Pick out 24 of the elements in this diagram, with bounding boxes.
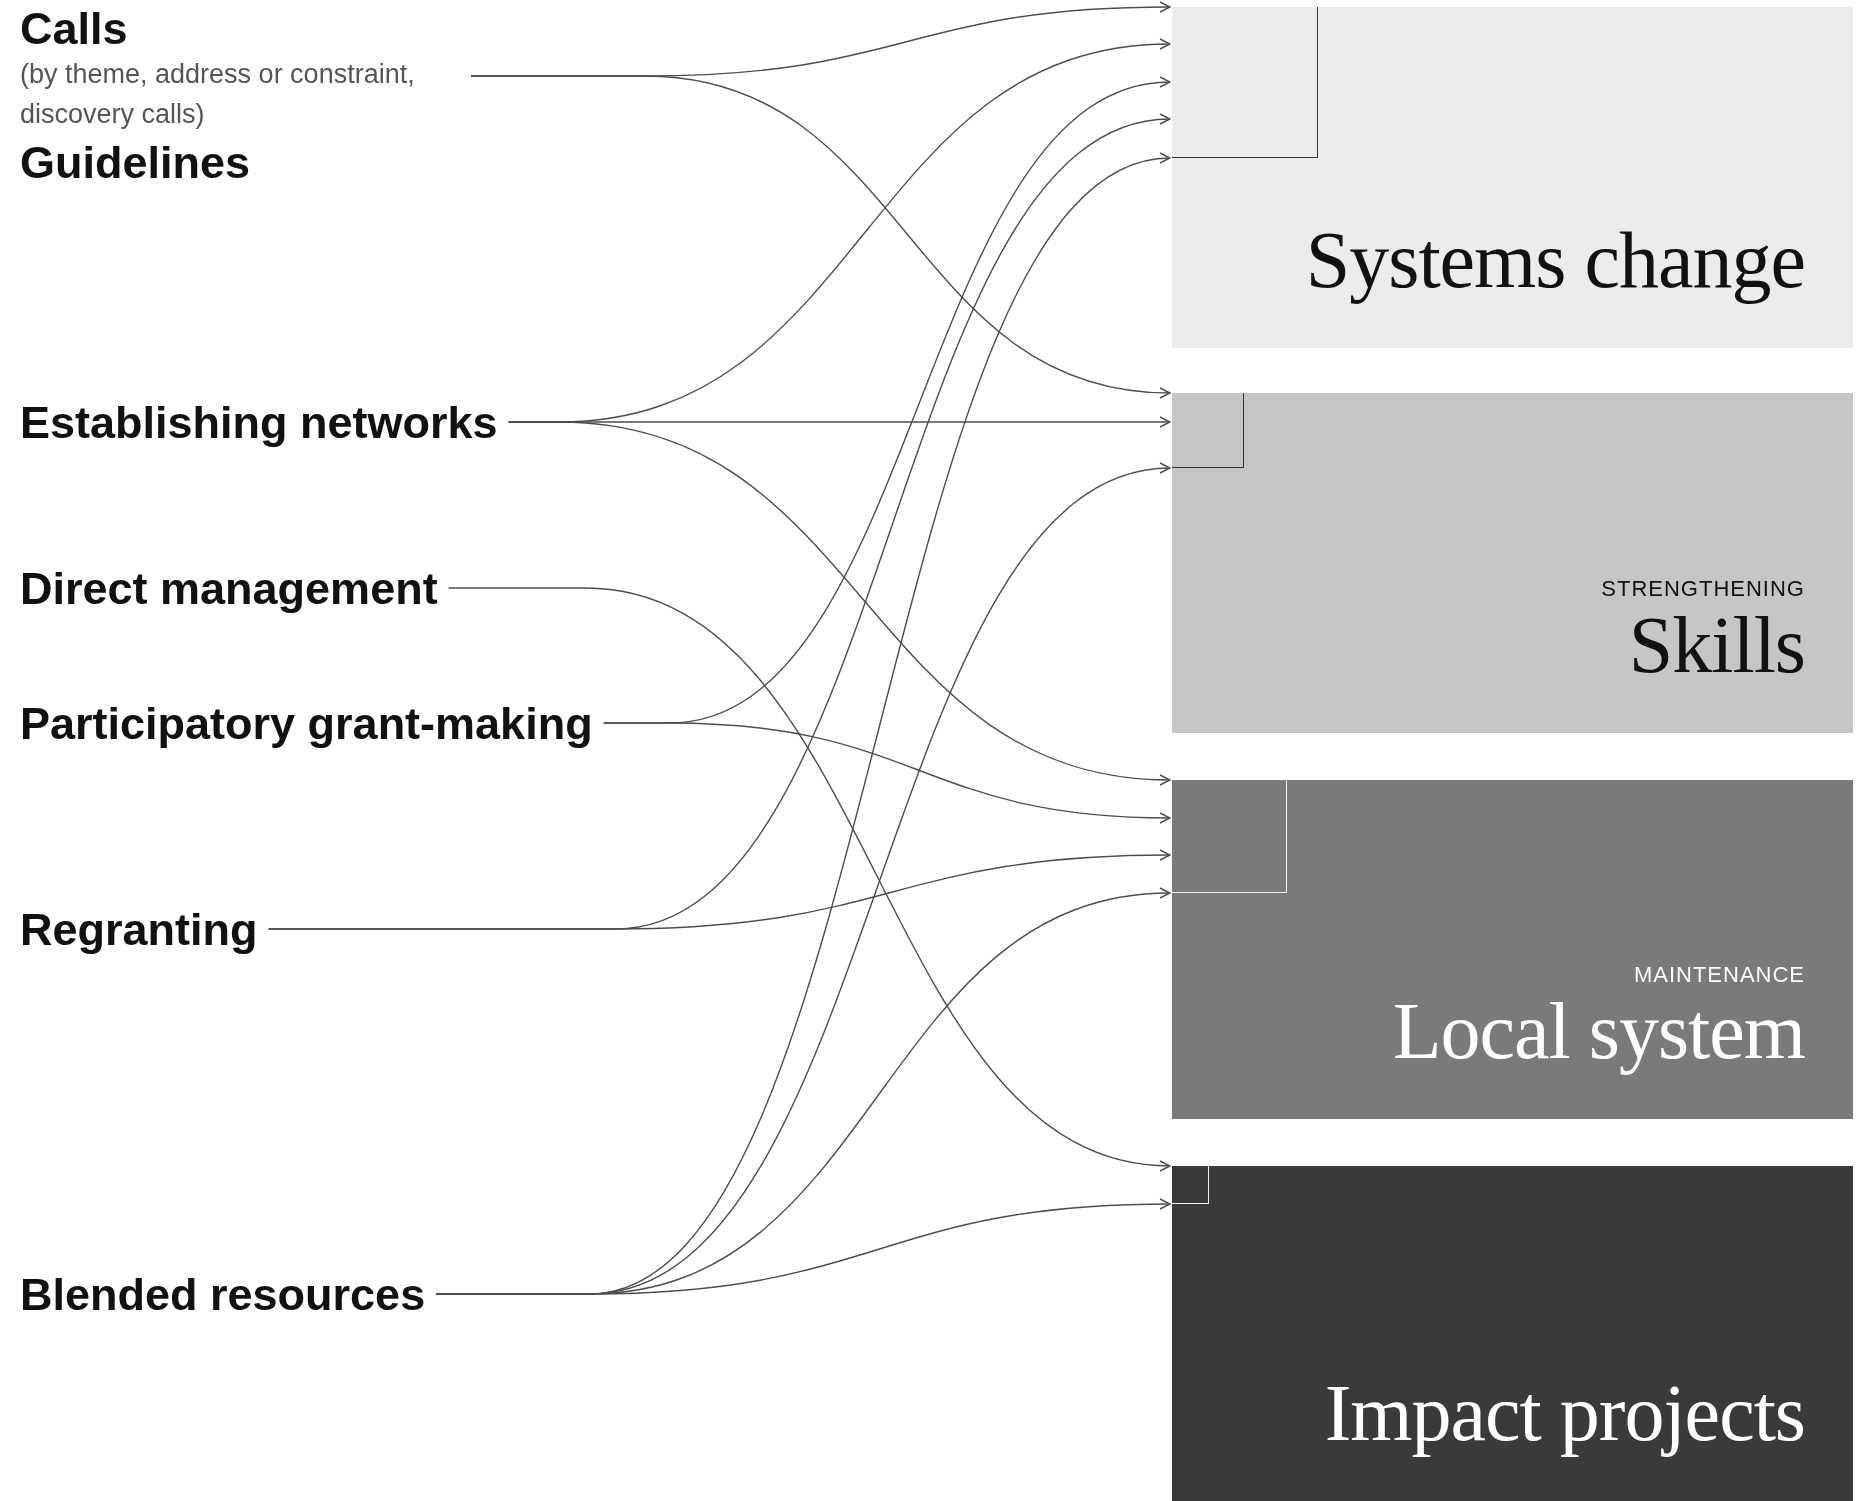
panel-kicker: STRENGTHENING — [1601, 575, 1805, 603]
approach-label: Direct management — [20, 564, 438, 614]
panel-title: Systems change — [1305, 218, 1805, 302]
connector-arrow — [507, 421, 1171, 785]
panel-kicker: MAINTENANCE — [1633, 961, 1805, 989]
outcome-panel — [1172, 1166, 1853, 1501]
approach-label: Establishing networks — [20, 398, 498, 448]
connector-arrow — [447, 587, 1171, 1170]
approach-note: (by theme, address or constraint, discovery calls) — [20, 58, 416, 131]
outcome-panel — [1172, 393, 1853, 733]
connector-arrow — [435, 1198, 1171, 1295]
panel-title: Local system — [1392, 989, 1805, 1073]
approach-label: Participatory grant-making — [20, 699, 593, 749]
approach-label: Guidelines — [20, 138, 251, 188]
outcome-panel — [1172, 780, 1853, 1119]
panel-title: Impact projects — [1324, 1371, 1805, 1455]
connector-arrow — [267, 849, 1171, 930]
connector-arrow — [470, 75, 1171, 398]
approach-label: Calls — [20, 4, 129, 54]
panel-title: Skills — [1628, 603, 1805, 687]
connector-arrow — [602, 722, 1171, 824]
approach-label: Regranting — [20, 905, 258, 955]
approach-label: Blended resources — [20, 1270, 426, 1320]
outcome-panel — [1172, 7, 1853, 348]
